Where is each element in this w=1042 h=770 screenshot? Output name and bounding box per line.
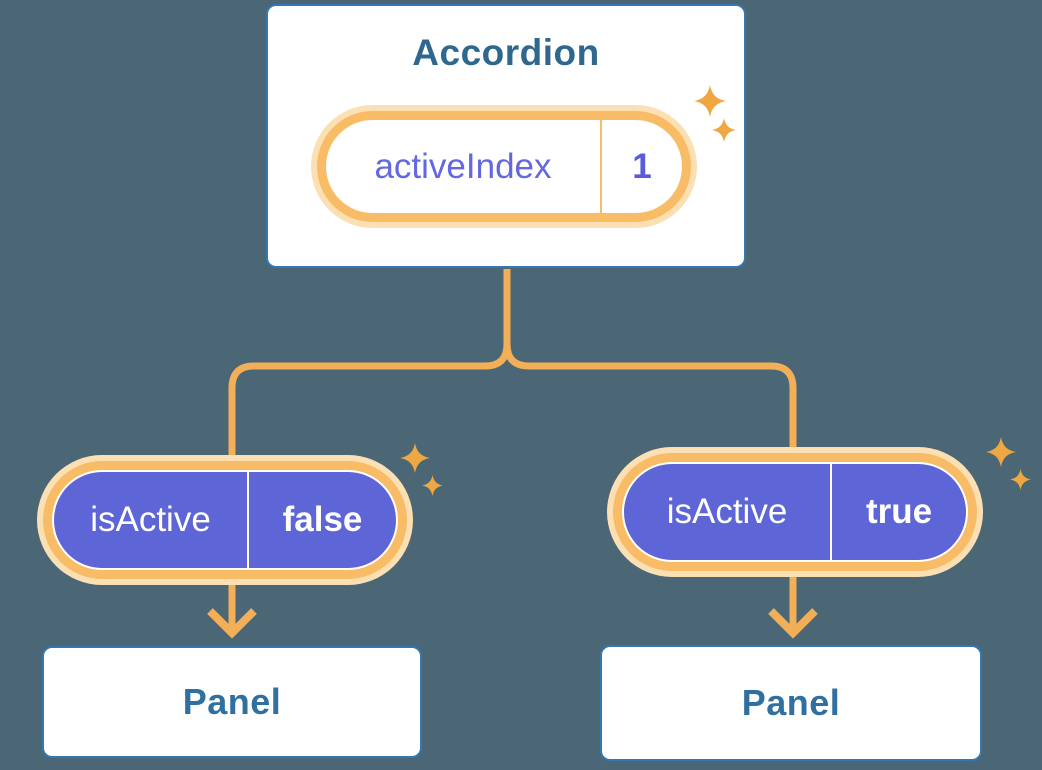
connector-right-branch xyxy=(503,269,797,627)
panel-card-left: Panel xyxy=(42,646,422,758)
arrow-down-icon-left xyxy=(207,608,257,639)
prop-pill-value: false xyxy=(282,500,363,539)
sparkle-icon xyxy=(1010,469,1031,490)
arrow-down-icon-right xyxy=(768,608,818,639)
prop-pill-value: true xyxy=(865,492,933,531)
state-pill-activeindex: activeIndex 1 xyxy=(326,120,682,213)
pill-divider xyxy=(830,464,832,560)
panel-card-title: Panel xyxy=(182,681,282,722)
sparkle-icon xyxy=(986,437,1016,467)
panel-card-right: Panel xyxy=(600,645,982,761)
prop-pill-isactive-true: isActive true xyxy=(622,462,968,562)
prop-pill-label: isActive xyxy=(666,492,788,531)
accordion-card-title: Accordion xyxy=(412,32,600,73)
pill-divider xyxy=(600,120,602,213)
sparkle-icon xyxy=(712,118,736,142)
prop-pill-label: isActive xyxy=(90,500,211,539)
state-pill-label: activeIndex xyxy=(374,146,552,186)
sparkle-icon xyxy=(422,475,443,496)
prop-pill-isactive-false: isActive false xyxy=(52,470,398,570)
state-pill-value: 1 xyxy=(632,146,652,186)
sparkle-icon xyxy=(400,443,430,473)
panel-card-title: Panel xyxy=(741,682,841,723)
pill-divider xyxy=(247,472,249,568)
connector-left-branch xyxy=(228,269,511,627)
sparkle-icon xyxy=(694,85,726,117)
